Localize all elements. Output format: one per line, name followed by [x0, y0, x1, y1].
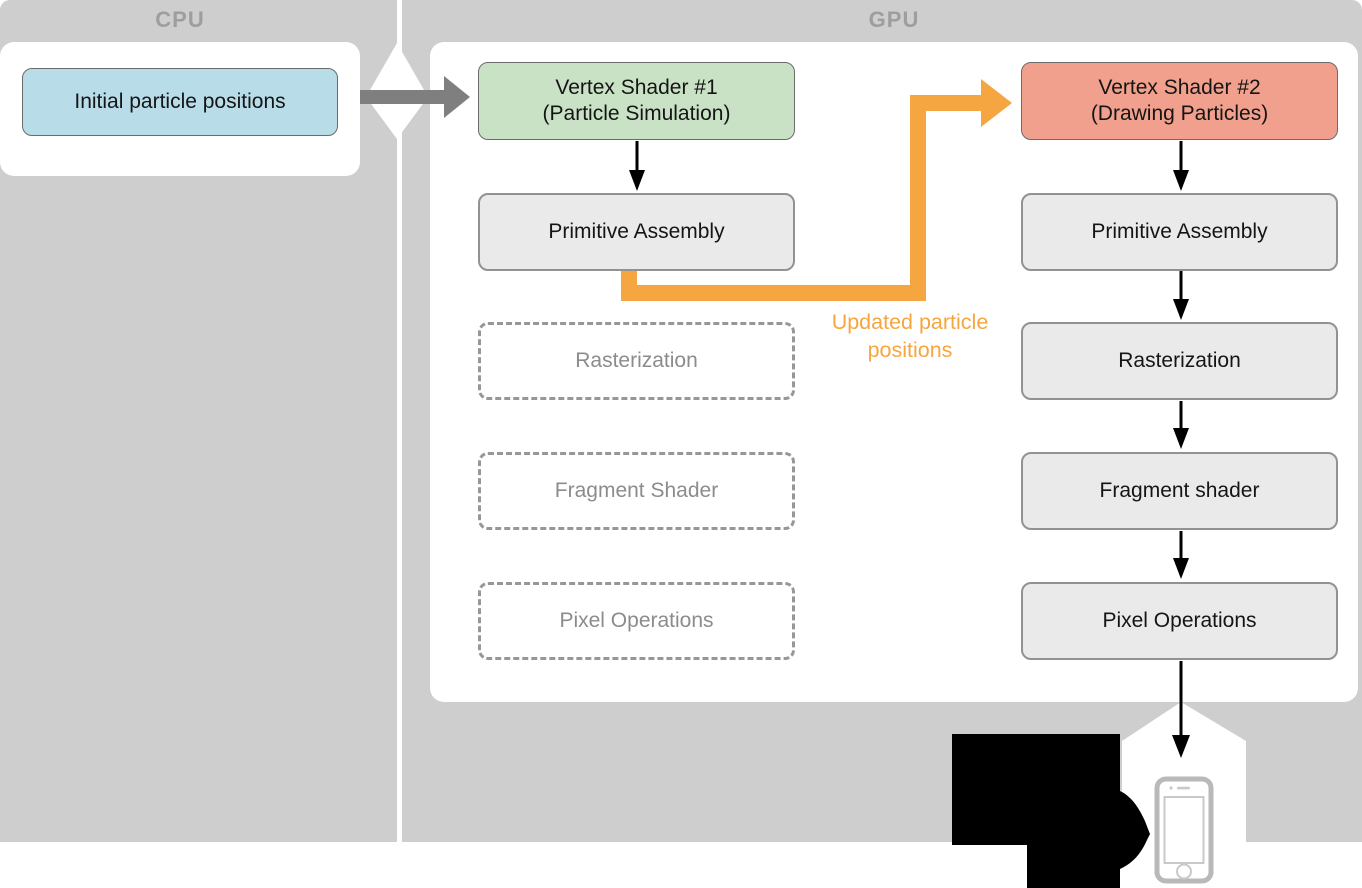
- rasterization-1-box: Rasterization: [478, 322, 795, 400]
- primitive-assembly-2-box: Primitive Assembly: [1021, 193, 1338, 271]
- updated-particle-positions-line1: Updated particle: [831, 310, 989, 334]
- vertex-shader-2-line1: Vertex Shader #2: [1098, 75, 1261, 99]
- primitive-assembly-1-label: Primitive Assembly: [548, 219, 725, 243]
- fragment-shader-2-label: Fragment shader: [1099, 478, 1260, 502]
- rasterization-2-label: Rasterization: [1118, 348, 1241, 372]
- primitive-assembly-1-box: Primitive Assembly: [478, 193, 795, 271]
- fragment-shader-2-box: Fragment shader: [1021, 452, 1338, 530]
- initial-particle-positions-box: Initial particle positions: [22, 68, 338, 136]
- primitive-assembly-2-label: Primitive Assembly: [1091, 219, 1268, 243]
- vertex-shader-1-line1: Vertex Shader #1: [555, 75, 718, 99]
- gpu-section-label: GPU: [868, 7, 920, 32]
- pixel-operations-2-label: Pixel Operations: [1102, 608, 1257, 632]
- pixel-operations-1-box: Pixel Operations: [478, 582, 795, 660]
- updated-particle-positions-line2: positions: [867, 338, 953, 362]
- updated-particle-positions-label: Updated particle positions: [780, 308, 1040, 364]
- cpu-section-label: CPU: [155, 7, 205, 32]
- vertex-shader-1-line2: (Particle Simulation): [542, 102, 731, 125]
- rasterization-1-label: Rasterization: [575, 348, 698, 372]
- fragment-shader-1-box: Fragment Shader: [478, 452, 795, 530]
- vertex-shader-1-box: Vertex Shader #1 (Particle Simulation): [478, 62, 795, 140]
- initial-particle-positions-label: Initial particle positions: [74, 89, 286, 113]
- pixel-operations-1-label: Pixel Operations: [559, 608, 714, 632]
- rasterization-2-box: Rasterization: [1021, 322, 1338, 400]
- vertex-shader-2-box: Vertex Shader #2 (Drawing Particles): [1021, 62, 1338, 140]
- pixel-operations-2-box: Pixel Operations: [1021, 582, 1338, 660]
- fragment-shader-1-label: Fragment Shader: [554, 478, 719, 502]
- vertex-shader-2-line2: (Drawing Particles): [1090, 102, 1269, 125]
- cpu-gpu-divider: [397, 0, 402, 842]
